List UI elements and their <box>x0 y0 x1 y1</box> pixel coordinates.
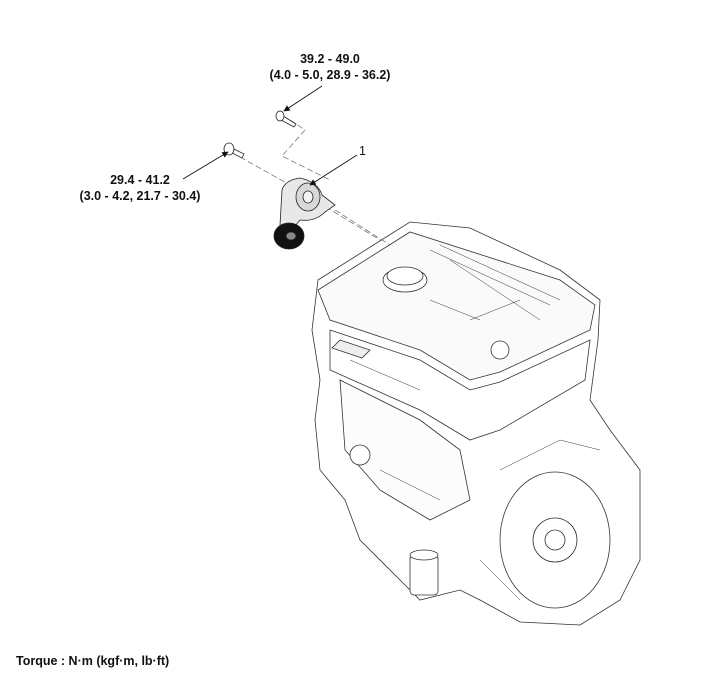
left-bolt-leader <box>182 151 229 180</box>
left-bolt-torque-alt: (3.0 - 4.2, 21.7 - 30.4) <box>79 189 201 203</box>
torque-units-footer: Torque : N·m (kgf·m, lb·ft) <box>16 654 170 668</box>
part-1-leader <box>309 154 358 186</box>
engine-block <box>311 221 641 626</box>
part-number-label: 1 <box>359 144 366 158</box>
top-bolt-torque: 39.2 - 49.0 <box>300 52 360 66</box>
left-bolt-torque: 29.4 - 41.2 <box>110 173 170 187</box>
top-bolt-torque-alt: (4.0 - 5.0, 28.9 - 36.2) <box>269 68 391 82</box>
top-bolt-leader <box>283 85 323 112</box>
left-bolt-torque-label: 29.4 - 41.2 (3.0 - 4.2, 21.7 - 30.4) <box>65 172 215 204</box>
top-bolt-icon <box>275 110 297 128</box>
top-bolt-torque-label: 39.2 - 49.0 (4.0 - 5.0, 28.9 - 36.2) <box>255 51 405 83</box>
tensioner-icon <box>273 177 336 250</box>
left-bolt-icon <box>223 142 245 159</box>
